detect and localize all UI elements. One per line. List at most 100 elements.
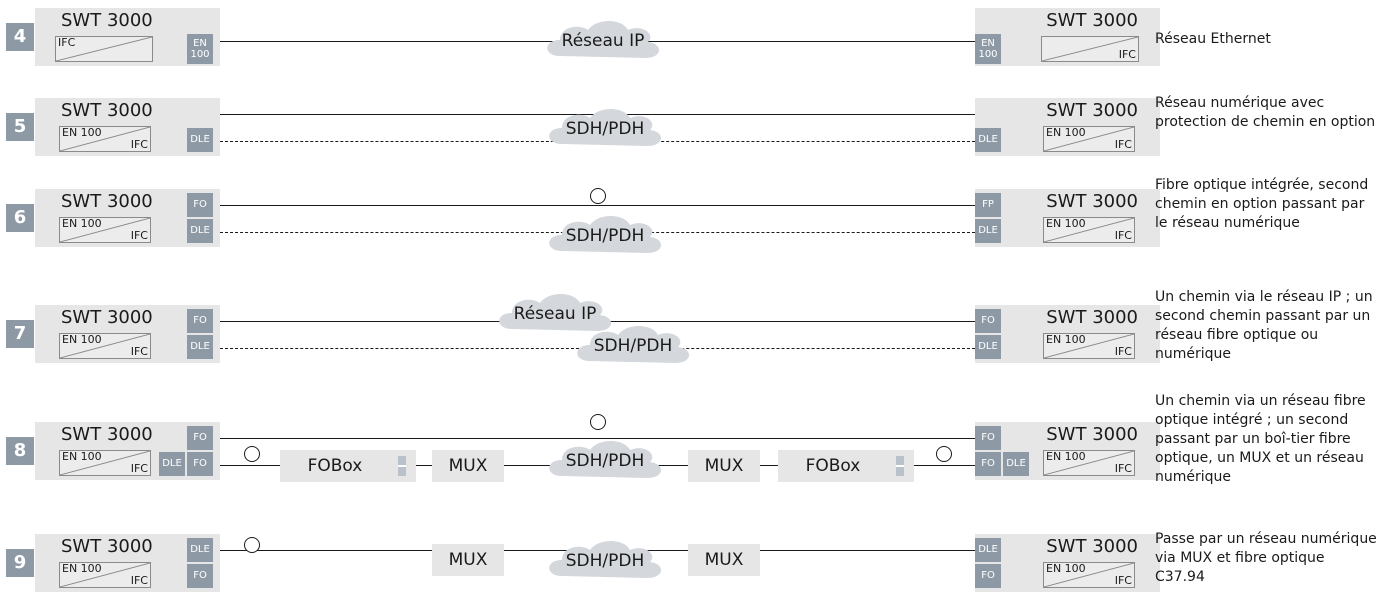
device-title: SWT 3000 — [1046, 536, 1138, 557]
module-label-ifc: IFC — [130, 229, 148, 242]
module-label-en100: EN 100 — [62, 562, 102, 575]
swt-device-right: SWT 3000 DLE FO EN 100 IFC — [975, 534, 1160, 592]
fiber-connector-circle — [590, 414, 606, 430]
row-number: 5 — [6, 113, 34, 141]
module-label-ifc: IFC — [1118, 48, 1136, 61]
interface-module: IFC — [55, 36, 153, 62]
module-label-ifc: IFC — [1114, 138, 1132, 151]
swt-device-left: SWT 3000 EN 100 IFC FO DLE FO — [35, 422, 220, 480]
port-fp: FP — [975, 193, 1001, 217]
ip-network-cloud: Réseau IP — [538, 16, 668, 66]
port-fo: FO — [975, 564, 1001, 588]
module-label-ifc: IFC — [1114, 345, 1132, 358]
port-label-en: EN — [981, 38, 995, 49]
row-description: Réseau Ethernet — [1155, 31, 1271, 47]
module-label-ifc: IFC — [1114, 462, 1132, 475]
port-fo: FO — [187, 452, 213, 476]
fobox-right: FOBox — [778, 450, 914, 482]
swt-device-left: SWT 3000 IFC EN 100 — [35, 8, 220, 66]
device-title: SWT 3000 — [61, 424, 153, 445]
module-label-en100: EN 100 — [62, 217, 102, 230]
port-dle: DLE — [975, 538, 1001, 562]
port-fo: FO — [975, 452, 1001, 476]
interface-module: EN 100 IFC — [59, 333, 151, 359]
sdh-network-cloud: SDH/PDH — [540, 104, 670, 154]
row-description: Passe par un réseau numérique via MUX et… — [1155, 531, 1377, 585]
interface-module: EN 100 IFC — [1043, 562, 1135, 588]
port-label-100: 100 — [978, 49, 998, 60]
swt-device-right: SWT 3000 DLE EN 100 IFC — [975, 98, 1160, 156]
mux-right: MUX — [688, 450, 760, 482]
fiber-connector-circle — [244, 446, 260, 462]
module-label-ifc: IFC — [58, 36, 76, 49]
module-label-ifc: IFC — [130, 138, 148, 151]
row-description: Un chemin via le réseau IP ; un second c… — [1155, 289, 1373, 362]
scenario-row-5: 5 SWT 3000 EN 100 IFC DLE SDH/PDH SWT 30… — [0, 95, 1381, 178]
scenario-row-4: 4 SWT 3000 IFC EN 100 Réseau IP SWT 3000… — [0, 8, 1381, 88]
sdh-network-cloud: SDH/PDH — [540, 536, 670, 586]
module-label-ifc: IFC — [130, 574, 148, 587]
interface-module: IFC — [1041, 36, 1139, 62]
device-title: SWT 3000 — [1046, 424, 1138, 445]
sdh-network-cloud: SDH/PDH — [568, 321, 698, 371]
scenario-row-6: 6 SWT 3000 EN 100 IFC FO DLE SDH/PDH SWT… — [0, 177, 1381, 269]
fobox-label: FOBox — [307, 456, 363, 476]
port-dle: DLE — [975, 128, 1001, 152]
module-label-en100: EN 100 — [1046, 333, 1086, 346]
cloud-label: SDH/PDH — [593, 336, 673, 356]
fobox-switch-icon — [398, 456, 406, 476]
fiber-connector-circle — [936, 446, 952, 462]
row-description: Réseau numérique avec protection de chem… — [1155, 95, 1376, 130]
device-title: SWT 3000 — [61, 536, 153, 557]
port-dle: DLE — [187, 219, 213, 243]
port-dle: DLE — [975, 335, 1001, 359]
swt-device-right: SWT 3000 EN 100 IFC — [975, 8, 1160, 66]
module-label-en100: EN 100 — [62, 126, 102, 139]
device-title: SWT 3000 — [1046, 10, 1138, 31]
module-label-en100: EN 100 — [1046, 450, 1086, 463]
port-fo: FO — [975, 309, 1001, 333]
port-label-100: 100 — [190, 49, 210, 60]
row-number: 4 — [6, 23, 34, 51]
cloud-label: SDH/PDH — [565, 551, 645, 571]
module-label-en100: EN 100 — [1046, 217, 1086, 230]
port-dle: DLE — [1003, 452, 1029, 476]
fobox-switch-icon — [896, 456, 904, 476]
device-title: SWT 3000 — [1046, 191, 1138, 212]
interface-module: EN 100 IFC — [59, 562, 151, 588]
module-label-en100: EN 100 — [62, 450, 102, 463]
ip-network-cloud: Réseau IP — [490, 289, 620, 339]
fiber-connector-circle — [244, 537, 260, 553]
interface-module: EN 100 IFC — [1043, 217, 1135, 243]
scenario-row-9: 9 SWT 3000 EN 100 IFC DLE FO MUX SDH/PDH… — [0, 531, 1381, 614]
scenario-row-8: 8 SWT 3000 EN 100 IFC FO DLE FO FOBox MU… — [0, 393, 1381, 502]
module-label-ifc: IFC — [130, 345, 148, 358]
module-label-ifc: IFC — [1114, 229, 1132, 242]
swt-device-right: SWT 3000 FO DLE EN 100 IFC — [975, 305, 1160, 363]
cloud-label: SDH/PDH — [565, 119, 645, 139]
interface-module: EN 100 IFC — [59, 126, 151, 152]
cloud-label: Réseau IP — [561, 31, 645, 51]
device-title: SWT 3000 — [61, 307, 153, 328]
mux-left: MUX — [432, 450, 504, 482]
module-label-en100: EN 100 — [1046, 126, 1086, 139]
port-fo: FO — [187, 564, 213, 588]
port-dle: DLE — [187, 538, 213, 562]
swt-device-left: SWT 3000 EN 100 IFC FO DLE — [35, 305, 220, 363]
mux-left: MUX — [432, 544, 504, 576]
cloud-label: SDH/PDH — [565, 226, 645, 246]
module-label-en100: EN 100 — [62, 333, 102, 346]
port-fo: FO — [187, 426, 213, 450]
port-dle: DLE — [187, 335, 213, 359]
swt-device-left: SWT 3000 EN 100 IFC FO DLE — [35, 189, 220, 247]
row-description: Fibre optique intégrée, second chemin en… — [1155, 177, 1369, 231]
fobox-label: FOBox — [805, 456, 861, 476]
interface-module: EN 100 IFC — [1043, 333, 1135, 359]
sdh-network-cloud: SDH/PDH — [540, 211, 670, 261]
scenario-row-7: 7 SWT 3000 EN 100 IFC FO DLE Réseau IP S… — [0, 289, 1381, 385]
port-en100: EN 100 — [187, 34, 213, 64]
swt-device-left: SWT 3000 EN 100 IFC DLE FO — [35, 534, 220, 592]
fiber-line — [220, 438, 975, 439]
row-description: Un chemin via un réseau fibre optique in… — [1155, 393, 1366, 485]
port-dle: DLE — [975, 219, 1001, 243]
